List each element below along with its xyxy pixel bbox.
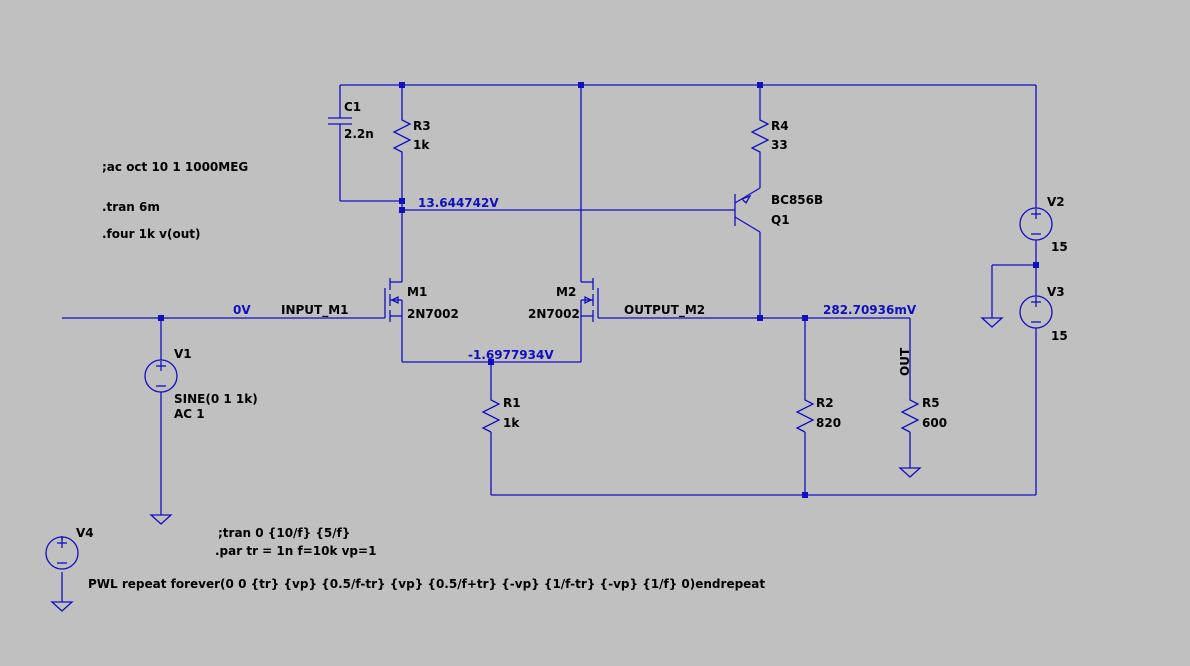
voltage-source-v4[interactable]: V4 PWL repeat forever(0 0 {tr} {vp} {0.5… — [45, 526, 765, 591]
voltage-source-v2[interactable]: V2 15 — [1019, 195, 1068, 254]
net-input-label: INPUT_M1 — [281, 303, 349, 318]
transistor-q1[interactable]: BC856B Q1 — [734, 187, 823, 233]
r3-ref: R3 — [413, 119, 431, 133]
c1-ref: C1 — [344, 100, 361, 114]
q1-ref: Q1 — [771, 213, 790, 227]
voltage-source-v3[interactable]: V3 15 — [1019, 285, 1068, 343]
r4-ref: R4 — [771, 119, 789, 133]
net-out-label: OUT — [898, 347, 912, 376]
r5-value: 600 — [922, 416, 947, 430]
v3-value: 15 — [1051, 329, 1068, 343]
mosfet-m1[interactable]: M1 2N7002 — [384, 278, 459, 336]
m1-ref: M1 — [407, 285, 427, 299]
resistor-r3[interactable]: R3 1k — [392, 112, 431, 160]
voltage-output: 282.70936mV — [823, 303, 917, 317]
m2-ref: M2 — [556, 285, 576, 299]
q1-model: BC856B — [771, 193, 823, 207]
r2-ref: R2 — [816, 396, 834, 410]
resistor-r5[interactable]: R5 600 — [900, 392, 947, 433]
r3-value: 1k — [413, 138, 430, 152]
voltage-source-v1[interactable]: V1 SINE(0 1 1k) AC 1 — [144, 347, 258, 421]
resistor-r4[interactable]: R4 33 — [750, 112, 789, 160]
ground-v1 — [149, 514, 173, 525]
v2-ref: V2 — [1047, 195, 1065, 209]
m2-model: 2N7002 — [528, 307, 580, 321]
c1-value: 2.2n — [344, 127, 374, 141]
capacitor-c1[interactable]: C1 2.2n — [328, 100, 374, 141]
directive-par[interactable]: .par tr = 1n f=10k vp=1 — [215, 544, 376, 558]
ground-symbols — [50, 317, 1004, 612]
directive-four[interactable]: .four 1k v(out) — [102, 227, 200, 241]
r2-value: 820 — [816, 416, 841, 430]
v2-value: 15 — [1051, 240, 1068, 254]
v1-value: SINE(0 1 1k) — [174, 392, 258, 406]
mosfet-m2[interactable]: M2 2N7002 — [528, 278, 599, 336]
r1-value: 1k — [503, 416, 520, 430]
ground-v3 — [980, 317, 1004, 328]
resistor-r1[interactable]: R1 1k — [481, 392, 521, 433]
voltage-input: 0V — [233, 303, 251, 317]
resistor-r2[interactable]: R2 820 — [795, 392, 841, 433]
r1-ref: R1 — [503, 396, 521, 410]
voltage-sources: -1.6977934V — [468, 348, 554, 362]
v1-ac: AC 1 — [174, 407, 205, 421]
directive-tran-alt[interactable]: ;tran 0 {10/f} {5/f} — [218, 526, 350, 540]
m1-model: 2N7002 — [407, 307, 459, 321]
v3-ref: V3 — [1047, 285, 1065, 299]
v4-value: PWL repeat forever(0 0 {tr} {vp} {0.5/f-… — [88, 577, 765, 591]
v1-ref: V1 — [174, 347, 192, 361]
directive-ac[interactable]: ;ac oct 10 1 1000MEG — [102, 160, 248, 174]
net-output-label: OUTPUT_M2 — [624, 303, 705, 318]
ground-r5 — [898, 467, 922, 478]
ground-v4 — [50, 601, 74, 612]
r5-ref: R5 — [922, 396, 940, 410]
v4-ref: V4 — [76, 526, 94, 540]
junctions — [158, 82, 1039, 498]
r4-value: 33 — [771, 138, 788, 152]
voltage-collector: 13.644742V — [418, 196, 499, 210]
directive-tran[interactable]: .tran 6m — [102, 200, 160, 214]
